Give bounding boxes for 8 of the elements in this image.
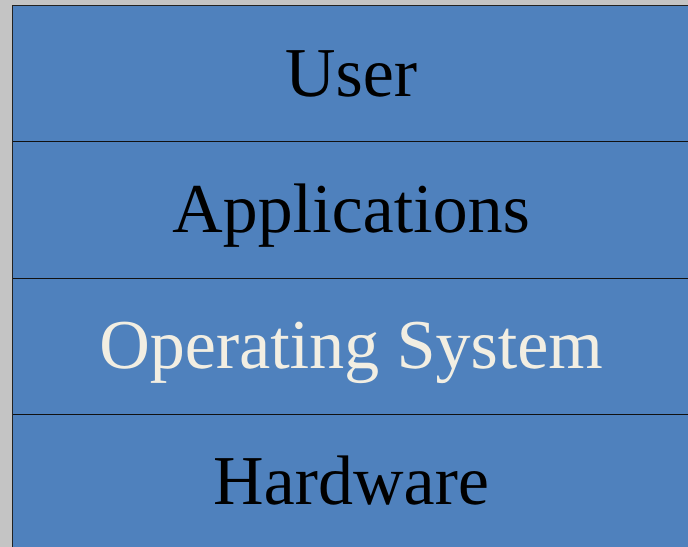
layer-label: Operating System bbox=[99, 311, 603, 382]
layer-band bbox=[13, 142, 688, 278]
layer-label: Hardware bbox=[213, 447, 489, 518]
layer-label: User bbox=[284, 38, 418, 109]
layer-band bbox=[13, 6, 688, 142]
layer-band bbox=[13, 414, 688, 547]
layer-band bbox=[13, 278, 688, 415]
layer-label: Applications bbox=[172, 174, 530, 245]
